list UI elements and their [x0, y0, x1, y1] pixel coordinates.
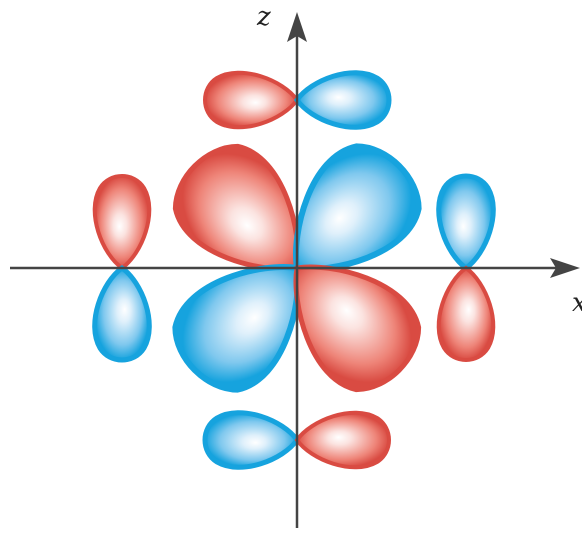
left-lobe-lower: [92, 264, 152, 363]
center-lobe-upper-right: [293, 143, 422, 272]
top-lobe-right: [293, 70, 392, 130]
right-lobe-lower: [436, 265, 496, 362]
x-axis-label: x: [572, 290, 582, 316]
bottom-lobe-right: [294, 410, 391, 470]
center-lobe-lower-right: [293, 264, 422, 393]
bottom-two-lobe-orbital: [202, 410, 391, 470]
top-lobe-left: [203, 70, 300, 130]
central-four-lobe-orbital: [172, 143, 422, 393]
x-axis-arrowhead: [550, 258, 580, 278]
right-lobe-upper: [436, 173, 496, 272]
right-two-lobe-orbital: [436, 173, 496, 362]
left-two-lobe-orbital: [92, 174, 152, 363]
center-lobe-upper-left: [172, 143, 301, 272]
bottom-lobe-left: [202, 410, 301, 470]
coordinate-axes: [10, 12, 580, 528]
center-lobe-lower-left: [172, 264, 301, 393]
z-axis-arrowhead: [287, 12, 307, 42]
z-axis-label: z: [257, 2, 271, 32]
left-lobe-upper: [92, 174, 152, 271]
top-two-lobe-orbital: [203, 70, 392, 130]
